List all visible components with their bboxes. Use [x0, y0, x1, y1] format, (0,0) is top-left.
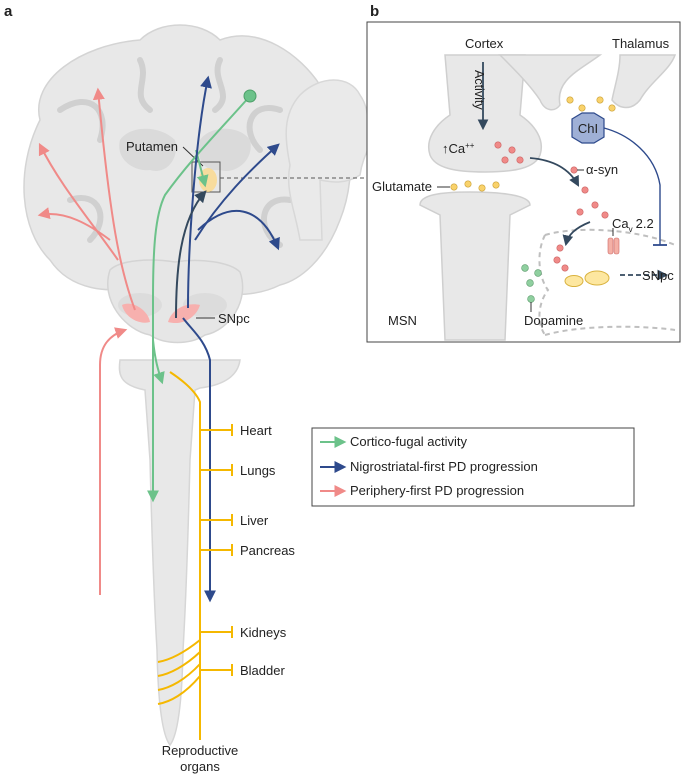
organ-label-bladder: Bladder [240, 663, 285, 678]
dopamine-vesicles [521, 264, 542, 303]
periphery-first-pathway [37, 87, 136, 595]
autonomic-nerves [157, 371, 233, 740]
brain-section [23, 24, 352, 747]
cav-text: Ca [612, 216, 629, 231]
legend-label-nigrostriatal: Nigrostriatal-first PD progression [350, 459, 538, 474]
head-silhouette [285, 79, 373, 241]
cav-subscript: v [629, 225, 633, 234]
cortex-terminal [428, 54, 542, 173]
legend-label-cortico: Cortico-fugal activity [350, 434, 468, 449]
reproductive-label-line2: organs [180, 759, 220, 774]
reproductive-label-line1: Reproductive [162, 743, 239, 758]
organ-label-kidneys: Kidneys [240, 625, 287, 640]
nigrostriatal-projection-arrow [175, 190, 207, 319]
snpc-left-region [122, 303, 150, 323]
chi-axon [603, 127, 661, 245]
chi-label: ChI [578, 121, 598, 136]
panel-a-letter: a [4, 3, 13, 20]
alpha-syn-spread-arrow [529, 157, 580, 187]
organ-label-lungs: Lungs [240, 463, 276, 478]
legend: Cortico-fugal activity Nigrostriatal-fir… [311, 427, 635, 507]
panel-b-letter: b [370, 3, 379, 20]
dopamine-terminal-outline [544, 228, 676, 336]
dopamine-terminal-edge [538, 234, 550, 336]
cav22-channel [607, 237, 620, 255]
cav-number: 2.2 [636, 216, 654, 231]
mitochondrion-small [564, 275, 584, 287]
cortex-label: Cortex [465, 36, 504, 51]
organ-label-heart: Heart [240, 423, 272, 438]
panel-b-snpc-label: SNpc [642, 268, 674, 283]
calcium-superscript: ++ [465, 141, 475, 150]
cortical-neuron-soma [243, 89, 257, 103]
calcium-label: ↑Ca++ [442, 141, 475, 156]
organ-label-pancreas: Pancreas [240, 543, 295, 558]
thalamus-terminal-right [611, 54, 677, 109]
msn-dendrite [419, 191, 531, 341]
thalamus-terminal-left [498, 54, 603, 111]
putamen-label: Putamen [126, 139, 178, 154]
activity-label: Activity [472, 70, 486, 110]
calcium-text: ↑Ca [442, 141, 466, 156]
legend-label-periphery: Periphery-first PD progression [350, 483, 524, 498]
glutamate-label: Glutamate [372, 179, 432, 194]
alpha-syn-label: α-syn [586, 162, 618, 177]
organ-label-liver: Liver [240, 513, 269, 528]
msn-label: MSN [388, 313, 417, 328]
alpha-syn-aggregates [494, 141, 609, 272]
nigrostriatal-first-pathway [182, 75, 280, 603]
chi-interneuron [571, 112, 605, 144]
thalamus-label: Thalamus [612, 36, 670, 51]
dopamine-label: Dopamine [524, 313, 583, 328]
mitochondrion [584, 270, 610, 286]
snpc-right-region [168, 304, 200, 324]
snpc-label: SNpc [218, 311, 250, 326]
glutamate-vesicles [450, 96, 616, 192]
alpha-syn-legend-dot [570, 166, 578, 174]
alpha-syn-transfer-arrow [562, 221, 591, 247]
